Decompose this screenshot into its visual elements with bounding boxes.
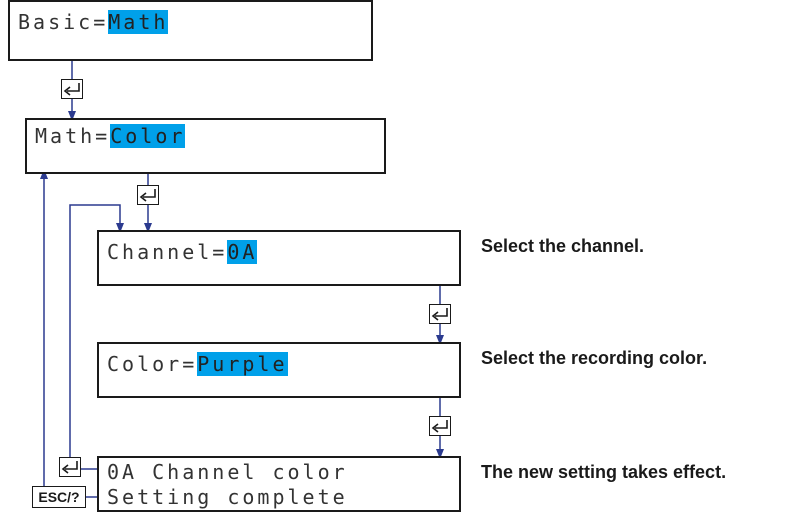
channel-screen-value: 0A <box>227 240 258 264</box>
basic-screen-value: Math <box>108 10 169 34</box>
enter-key-icon <box>137 185 159 205</box>
basic-screen-prefix: Basic= <box>18 10 109 34</box>
complete-screen-line2: Setting complete <box>107 485 348 509</box>
color-screen: Color=Purple <box>97 342 461 398</box>
enter-key-icon <box>61 79 83 99</box>
note-select-channel: Select the channel. <box>481 236 645 256</box>
esc-key: ESC/? <box>32 486 86 508</box>
color-screen-value: Purple <box>197 352 288 376</box>
complete-screen-line1: 0A Channel color <box>107 460 348 484</box>
math-screen: Math=Color <box>25 118 386 174</box>
channel-screen-prefix: Channel= <box>107 240 228 264</box>
color-screen-prefix: Color= <box>107 352 198 376</box>
note-setting-effect: The new setting takes effect. <box>481 462 727 482</box>
math-screen-prefix: Math= <box>35 124 111 148</box>
complete-screen: 0A Channel color Setting complete <box>97 456 461 512</box>
math-screen-value: Color <box>110 124 186 148</box>
channel-screen: Channel=0A <box>97 230 461 286</box>
note-select-color: Select the recording color. <box>481 348 708 368</box>
enter-key-icon <box>429 304 451 324</box>
basic-screen: Basic=Math <box>8 0 373 61</box>
enter-key-icon <box>429 416 451 436</box>
enter-key-icon <box>59 457 81 477</box>
